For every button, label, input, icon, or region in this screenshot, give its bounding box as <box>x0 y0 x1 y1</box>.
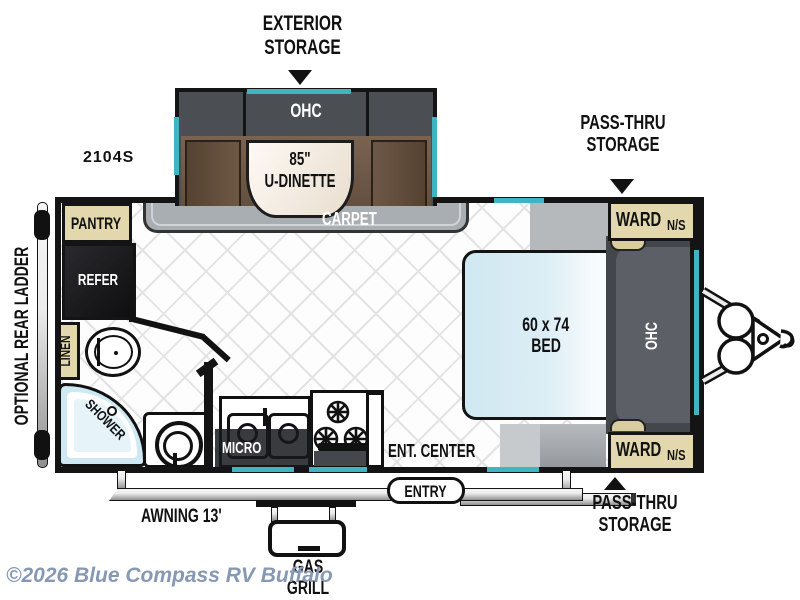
exterior-storage-arrow-icon <box>288 70 312 85</box>
gas-grill-callout: GAS GRILL <box>286 557 330 600</box>
ward-ns-label: N/S <box>667 447 686 464</box>
toilet-drain-dot <box>114 351 118 355</box>
rear-ladder-rail <box>37 202 48 468</box>
top-wall-front-segment <box>433 197 704 203</box>
slide-window-left <box>174 117 179 175</box>
rear-ladder-callout-wrap: OPTIONAL REAR LADDER <box>12 196 36 476</box>
toilet-bowl <box>94 335 133 369</box>
dinette-label: U-DINETTE <box>264 171 336 191</box>
ward-bottom-accent <box>610 419 646 431</box>
slide-window-right <box>432 117 437 197</box>
bed: 60 x 74 BED <box>462 250 630 420</box>
ohc-divider-right <box>366 92 369 136</box>
window-bottom-kitchen-1 <box>232 467 294 472</box>
bath-partition-wall <box>204 362 213 468</box>
refrigerator: REFER <box>62 243 136 320</box>
slide-ohc-label: OHC <box>290 101 322 122</box>
bath-sink-basin <box>163 431 193 461</box>
bed-head-floor <box>530 202 610 250</box>
awning-callout: AWNING 13' <box>141 506 222 527</box>
pantry-cabinet: PANTRY <box>62 203 132 243</box>
ent-center-cabinet <box>366 392 384 468</box>
slide-window-top <box>247 89 351 94</box>
dinette-table: 85" U-DINETTE <box>246 140 354 218</box>
wardrobe-bottom: WARD N/S <box>608 432 696 471</box>
bottom-wall <box>55 467 704 473</box>
bed-ohc-label: OHC <box>642 322 661 350</box>
hitch-assembly-art <box>700 287 795 385</box>
rear-wall <box>55 197 61 473</box>
window-front-wall <box>694 250 699 415</box>
bed-size-text: 60 x 74 BED <box>465 315 627 358</box>
rear-ladder-cap-top <box>34 210 50 240</box>
rear-ladder-callout: OPTIONAL REAR LADDER <box>12 246 33 426</box>
bath-door-hinge <box>129 306 135 322</box>
ward-label: WARD <box>616 439 662 461</box>
bed-ohc-label-wrap: OHC <box>642 306 664 366</box>
dinette-size-label: 85" <box>289 149 311 169</box>
stove-burner-icons <box>313 400 381 466</box>
grill-handle <box>298 546 320 551</box>
bed-ohc-panel <box>616 247 690 423</box>
ward-label: WARD <box>616 209 662 231</box>
bed-foot-bench <box>540 424 606 468</box>
gas-grill-box <box>268 520 346 557</box>
entry-label: ENTRY <box>404 482 447 501</box>
micro-label: MICRO <box>222 440 262 457</box>
exterior-storage-callout: EXTERIOR STORAGE <box>262 12 343 59</box>
microwave-band: MICRO <box>215 429 312 468</box>
dealer-watermark: ©2026 Blue Compass RV Buffalo <box>6 564 333 587</box>
rear-ladder-cap-bottom <box>34 430 50 460</box>
shower-head-dot <box>107 406 117 416</box>
dinette-arm-left <box>185 140 241 206</box>
toilet <box>85 327 141 377</box>
bed-label: BED <box>531 336 561 358</box>
window-bottom-bed <box>487 467 539 472</box>
carpet-label: CARPET <box>322 209 377 229</box>
ent-center-label: ENT. CENTER <box>388 441 476 461</box>
top-wall-rear-segment <box>55 197 179 203</box>
grill-mount-bar <box>256 500 356 507</box>
awning-post-left <box>117 470 126 490</box>
pass-thru-bottom-callout: PASS-THRU STORAGE <box>592 492 678 537</box>
ward-top-accent <box>610 239 646 251</box>
bath-vanity <box>143 412 211 469</box>
entry-door-badge: ENTRY <box>387 477 465 504</box>
pass-thru-top-arrow-icon <box>610 179 634 194</box>
pass-thru-top-callout: PASS-THRU STORAGE <box>580 112 666 157</box>
model-number: 2104S <box>83 149 135 166</box>
wardrobe-top: WARD N/S <box>608 201 696 241</box>
pass-thru-bottom-arrow-icon <box>604 477 626 490</box>
bed-size-label: 60 x 74 <box>522 315 570 336</box>
ohc-divider-left <box>243 92 246 136</box>
carpet-inner-trim <box>151 202 461 226</box>
toilet-seat-hinge <box>97 338 100 366</box>
dinette-arm-right <box>371 140 427 206</box>
window-top-right <box>494 198 544 203</box>
carpet-area <box>143 202 469 233</box>
refer-label: REFER <box>77 272 119 289</box>
window-bottom-kitchen-2 <box>309 467 367 472</box>
ward-ns-label: N/S <box>667 217 686 234</box>
kitchen-faucet <box>263 408 267 426</box>
bed-foot-step <box>500 424 542 468</box>
bath-faucet <box>173 453 177 465</box>
pantry-label: PANTRY <box>70 214 122 233</box>
linen-label-wrap: LINEN <box>57 323 78 379</box>
